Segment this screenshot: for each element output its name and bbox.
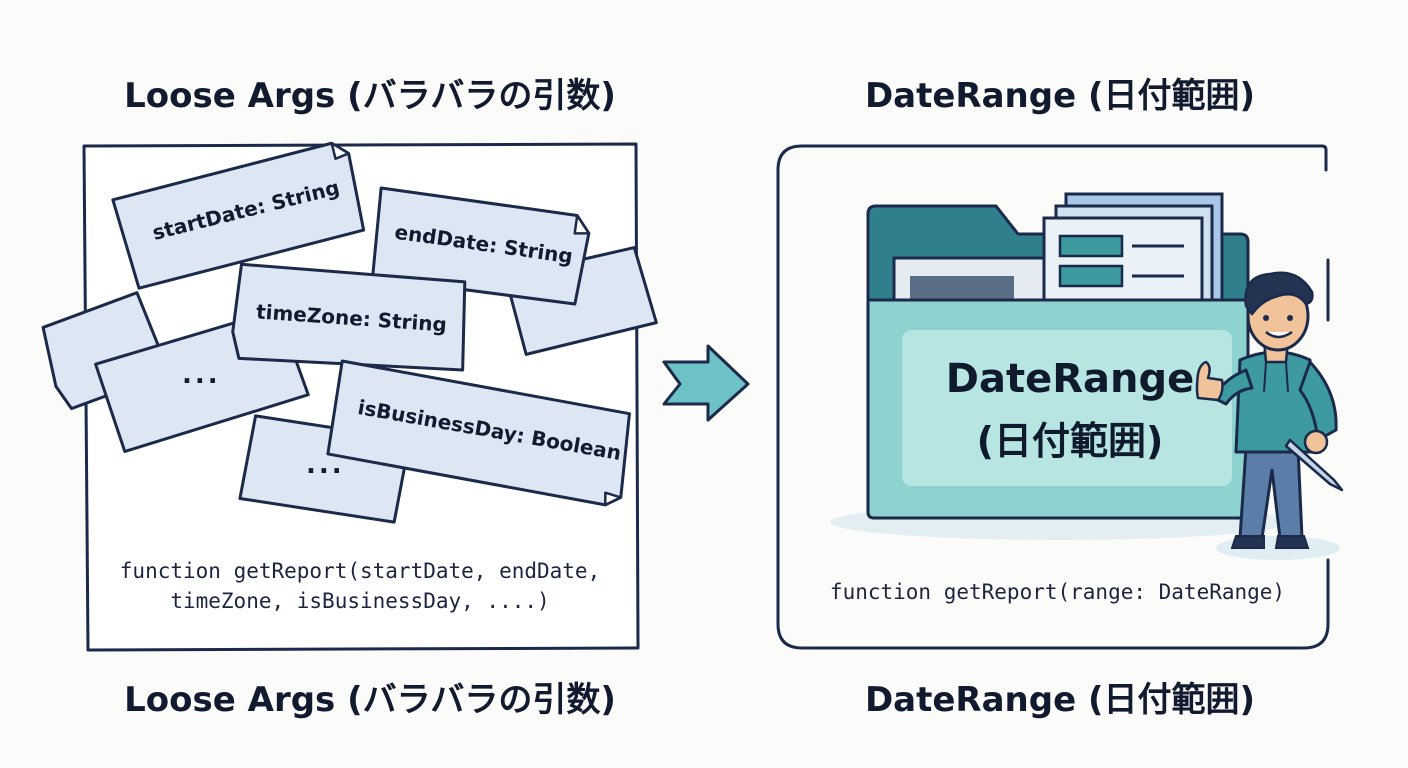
date-range-title: DateRange (日付範囲) (864, 76, 1256, 116)
loose-args-caption: Loose Args (バラバラの引数) (124, 680, 616, 720)
folder-icon (830, 192, 1290, 540)
date-range-caption: DateRange (日付範囲) (864, 680, 1256, 720)
tag-startdate-shape (111, 141, 366, 290)
tag-enddate-shape (371, 186, 591, 306)
loose-args-title: Loose Args (バラバラの引数) (124, 76, 616, 116)
person-thumbs-up-icon (1195, 271, 1340, 560)
folder-label-line2: (日付範囲) (976, 419, 1164, 463)
pen-icon (1284, 438, 1344, 492)
date-range-code: function getReport(range: DateRange) (829, 580, 1286, 604)
tag-dots-2: ... (306, 450, 345, 480)
loose-args-code: function getReport(startDate, endDate, t… (80, 556, 640, 616)
right-frame (776, 144, 1330, 650)
tag-dots-1: ... (182, 360, 221, 390)
arrow-right-icon (662, 344, 750, 422)
folder-label-line1: DateRange (945, 356, 1195, 402)
loose-args-code-line1: function getReport(startDate, endDate, (119, 559, 601, 583)
loose-args-code-line2: timeZone, isBusinessDay, ....) (170, 589, 550, 613)
tag-isbusinessday-shape (326, 359, 631, 507)
